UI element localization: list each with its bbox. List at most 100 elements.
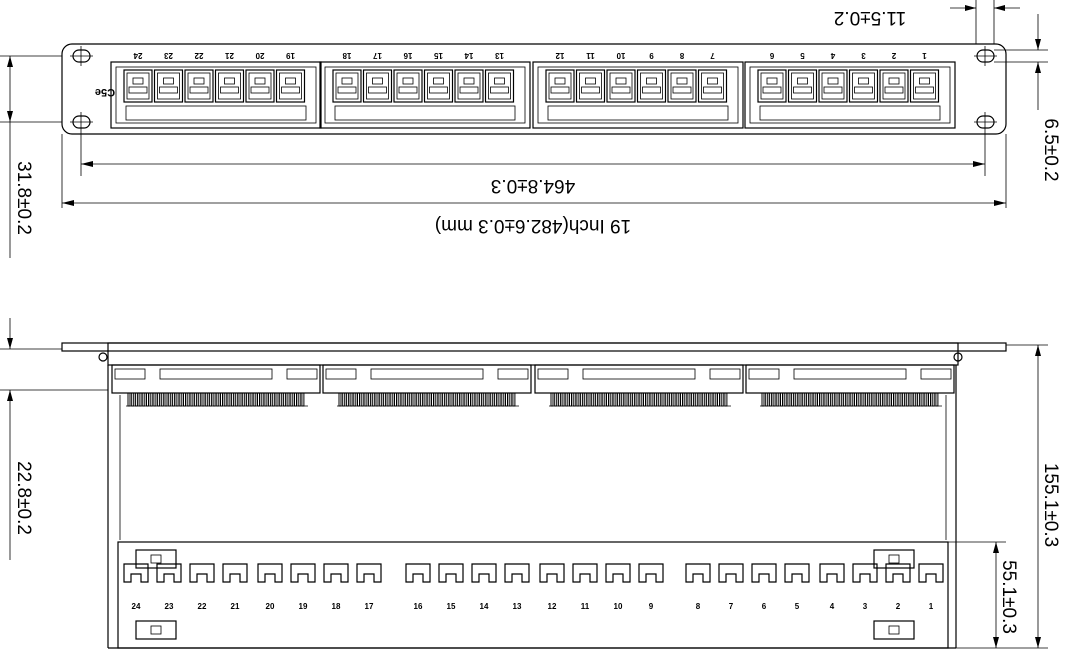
rear-modules [111, 364, 955, 407]
port-number: 3 [861, 51, 866, 60]
flange [61, 342, 1007, 352]
clip-number: 7 [729, 602, 734, 611]
clip-number: 21 [231, 602, 240, 611]
cable-clip [918, 563, 944, 583]
port-number: 8 [679, 51, 684, 60]
clip-number: 4 [830, 602, 835, 611]
rj45-port [818, 69, 848, 103]
cable-clip [504, 563, 530, 583]
rj45-port [697, 69, 728, 103]
clip-number: 19 [299, 602, 308, 611]
clip-number: 2 [896, 602, 901, 611]
flange-depth-dimension: 22.8±0.2 [13, 461, 34, 535]
cable-clip [257, 563, 283, 583]
cable-clip [438, 563, 464, 583]
port-number: 23 [164, 51, 173, 60]
clip-number: 16 [414, 602, 423, 611]
rj45-port [153, 69, 184, 103]
rj45-port [123, 69, 153, 103]
clip-number: 5 [795, 602, 800, 611]
clip-number: 8 [696, 602, 701, 611]
clip-number: 14 [480, 602, 489, 611]
rj45-port [484, 69, 515, 103]
cable-clip [718, 563, 744, 583]
panel-height-dimension: 31.8±0.2 [13, 161, 34, 235]
port-number: 20 [255, 51, 264, 60]
port-number: 21 [225, 51, 234, 60]
rj45-port [636, 69, 667, 103]
clip-number: 22 [198, 602, 207, 611]
front-panel [61, 43, 1007, 135]
port-number: 24 [133, 51, 142, 60]
rj45-port [848, 69, 879, 103]
port-number: 6 [769, 51, 774, 60]
port-number: 12 [555, 51, 564, 60]
clip-number: 11 [581, 602, 590, 611]
mounting-hole [70, 46, 93, 66]
port-number: 17 [373, 51, 382, 60]
port-number: 16 [403, 51, 412, 60]
cable-clip [885, 563, 911, 583]
port-number: 4 [830, 51, 835, 60]
clip-number: 3 [863, 602, 868, 611]
rj45-port [362, 69, 393, 103]
clip-number: 13 [513, 602, 522, 611]
rj45-port [184, 69, 214, 103]
port-number: 11 [586, 51, 595, 60]
cable-tie-slot [873, 549, 915, 569]
clip-number: 9 [649, 602, 654, 611]
rj45-port [757, 69, 787, 103]
overall-width-dimension: 19 Inch(482.6±0.3 mm) [435, 215, 631, 236]
clip-number: 24 [132, 602, 141, 611]
cable-clip [819, 563, 845, 583]
clip-number: 10 [614, 602, 623, 611]
category-label: C5e [95, 86, 115, 98]
rj45-port [214, 69, 245, 103]
clip-number: 12 [548, 602, 557, 611]
clip-number: 15 [447, 602, 456, 611]
cable-management-bar [117, 541, 949, 649]
clip-number: 20 [266, 602, 275, 611]
hole-offset-dimension: 11.5±0.2 [834, 7, 906, 28]
clip-number: 17 [365, 602, 374, 611]
rj45-port [332, 69, 362, 103]
overall-depth-dimension: 155.1±0.3 [1040, 463, 1061, 547]
cable-clip [638, 563, 664, 583]
rear-idc-module [534, 364, 744, 407]
cable-clip [290, 563, 316, 583]
cable-tie-slot [135, 620, 177, 640]
rj45-port [454, 69, 484, 103]
rj45-port [667, 69, 697, 103]
rear-idc-module [745, 364, 955, 407]
cable-clip [784, 563, 810, 583]
port-number: 14 [464, 51, 473, 60]
rj45-port [575, 69, 606, 103]
rear-idc-module [322, 364, 532, 407]
mounting-hole [974, 112, 997, 132]
cable-clip [471, 563, 497, 583]
cable-clip [222, 563, 248, 583]
cable-clip [605, 563, 631, 583]
clip-number: 1 [929, 602, 934, 611]
rj45-port [879, 69, 909, 103]
cable-clip [323, 563, 349, 583]
clip-number: 23 [165, 602, 174, 611]
bar-depth-dimension: 55.1±0.3 [998, 560, 1019, 634]
clip-number: 18 [332, 602, 341, 611]
cable-clip [123, 563, 149, 583]
cable-clip [356, 563, 382, 583]
port-number: 13 [495, 51, 504, 60]
cable-tie-slot [873, 620, 915, 640]
cable-clip [539, 563, 565, 583]
cable-clip [189, 563, 215, 583]
rj45-port [423, 69, 454, 103]
port-number: 18 [342, 51, 351, 60]
